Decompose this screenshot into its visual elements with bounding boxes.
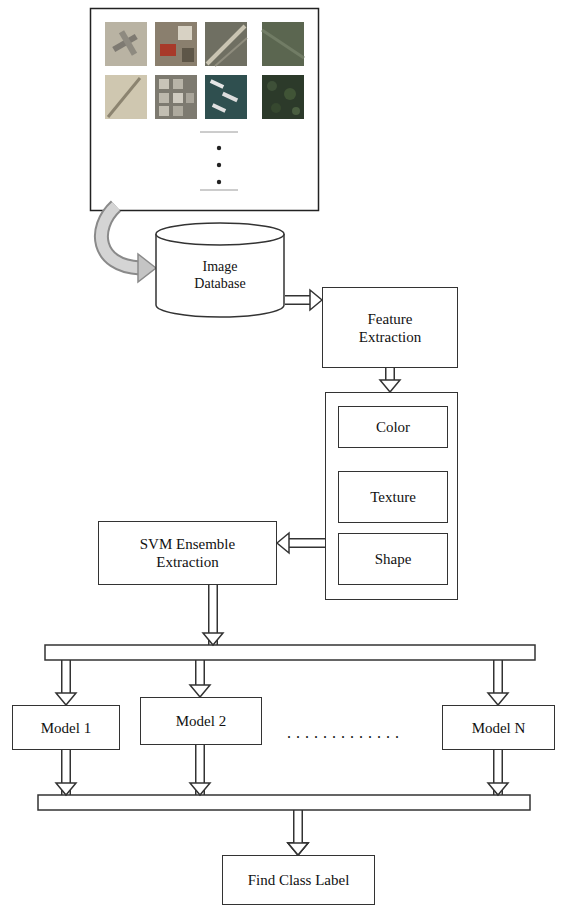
arrow-head (288, 843, 308, 855)
separator-line (200, 190, 238, 191)
arrow-shaft (285, 297, 310, 304)
ellipsis-label: ............. (287, 724, 404, 742)
feature-box: Color (338, 406, 448, 448)
output-box: Find Class Label (222, 855, 375, 905)
feature-box: Shape (338, 533, 448, 585)
image-panel (91, 9, 319, 211)
model-box: Model N (442, 705, 555, 750)
node-label: Shape (375, 550, 412, 568)
arrow-shaft (387, 368, 394, 380)
node-label: Model 1 (41, 719, 91, 737)
arrow-head (277, 533, 289, 553)
ellipsis-dot (217, 180, 221, 184)
node-label: Color (376, 418, 410, 436)
arrow-shaft (289, 540, 325, 547)
model-box: Model 1 (12, 705, 120, 750)
process-box: Feature Extraction (322, 287, 458, 368)
feature-box: Texture (338, 471, 448, 523)
split-bar (45, 645, 535, 660)
arrow-head (380, 380, 400, 392)
hollow-arrow-connector (285, 290, 322, 310)
arrow-shaft-outline (385, 368, 395, 380)
cylinder-top (156, 223, 284, 245)
arrow-shaft-outline (289, 538, 325, 548)
arrow-head (203, 633, 223, 645)
feature-group-box: ColorTextureShape (325, 392, 458, 600)
node-label: Image Database (180, 259, 260, 293)
satellite-thumbnails (105, 22, 304, 119)
merge-bar (38, 795, 530, 810)
hollow-arrow-connector (277, 533, 325, 553)
node-label: Model 2 (176, 712, 226, 730)
arrow-shaft (213, 585, 498, 693)
process-box: SVM Ensemble Extraction (98, 521, 277, 585)
arrow-head (310, 290, 322, 310)
arrow-head (190, 685, 210, 697)
node-label: Find Class Label (248, 871, 350, 889)
arrow-head (288, 843, 308, 855)
ellipsis-dot (217, 146, 221, 150)
node-label: Feature Extraction (345, 310, 435, 346)
arrow-shaft-outline (285, 295, 310, 305)
node-label: SVM Ensemble Extraction (125, 535, 250, 571)
separator-line (200, 132, 238, 133)
arrow-head (288, 843, 308, 855)
arrow-shaft-outline (213, 585, 498, 693)
ellipsis-dot (217, 163, 221, 167)
curved-arrow (101, 206, 156, 282)
node-label: Texture (370, 488, 416, 506)
arrow-shaft-outline (200, 745, 298, 843)
arrow-shaft-outline (66, 585, 213, 693)
database-cylinder: Image Database (155, 222, 285, 318)
model-box: Model 2 (140, 697, 262, 745)
arrow-head (56, 783, 76, 795)
node-label: Model N (472, 719, 526, 737)
cylinder-body (156, 234, 284, 317)
hollow-arrow-connector (380, 368, 400, 392)
arrow-head (488, 783, 508, 795)
arrow-head (488, 693, 508, 705)
arrow-head (56, 693, 76, 705)
arrow-head (190, 783, 210, 795)
arrow-shaft (66, 585, 213, 693)
arrow-shaft (200, 745, 298, 843)
